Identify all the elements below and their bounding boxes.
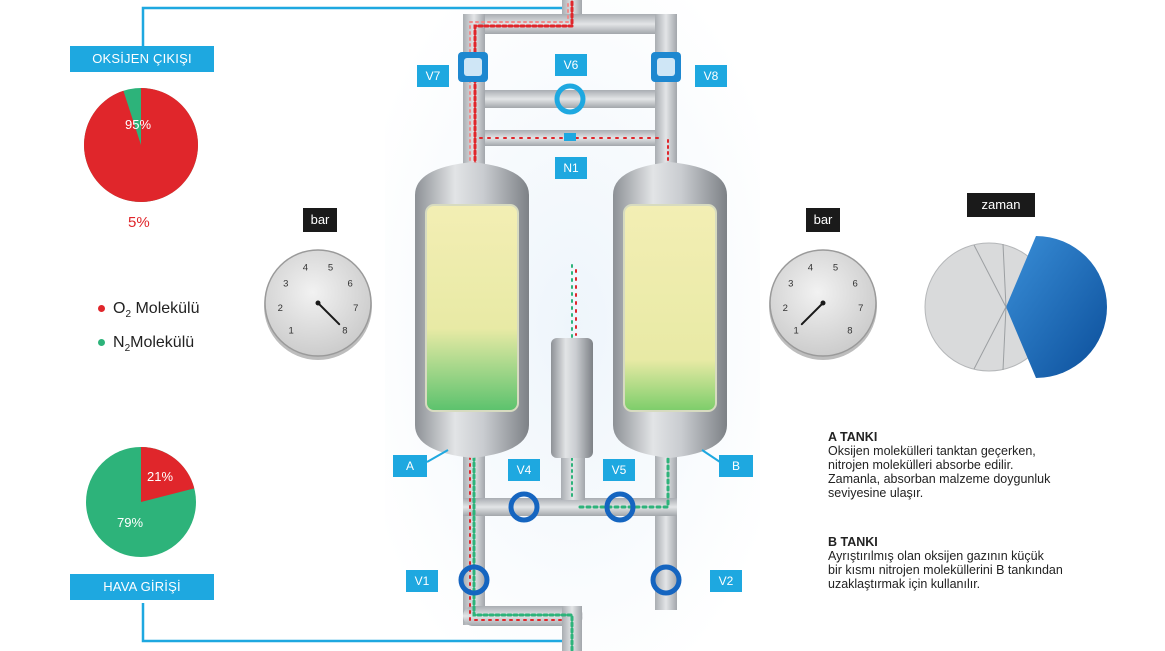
tank-b-note-line: bir kısmı nitrojen moleküllerini B tankı… (828, 563, 1063, 577)
tank-b-note-line: Ayrıştırılmış olan oksijen gazının küçük (828, 549, 1044, 563)
tank-a-leader (426, 449, 449, 463)
n2-dot (98, 339, 105, 347)
tank-b (613, 162, 727, 458)
pie-slice-o2 (83, 88, 198, 202)
valve-label-v7: V7 (417, 65, 449, 87)
gauge-pivot (820, 300, 826, 306)
valve-n1[interactable] (564, 133, 576, 141)
gauge-left-unit: bar (303, 208, 337, 232)
pie-input-o2-value: 21% (147, 469, 174, 484)
tank-b-note-line: uzaklaştırmak için kullanılır. (828, 577, 981, 591)
gauge-right-unit: bar (806, 208, 840, 232)
valve-v7[interactable] (458, 52, 488, 82)
pie-input-n2-value: 79% (117, 515, 144, 530)
pie-slice-o2 (141, 447, 195, 502)
valve-label-v5: V5 (603, 459, 635, 481)
valve-v1[interactable] (458, 564, 490, 596)
legend-n2: N2Molekülü (98, 334, 194, 354)
gauge-needle (800, 302, 824, 326)
tank-a-note: A TANKI Oksijen molekülleri tanktan geçe… (828, 430, 1158, 500)
gauge-tick-label: 7 (858, 303, 863, 314)
pie-input (86, 447, 196, 557)
gauge-left: 12 3 4 5 6 78 (264, 249, 372, 360)
oxygen-output-label: OKSİJEN ÇIKIŞI (70, 46, 214, 72)
valve-label-v8: V8 (695, 65, 727, 87)
timer-label: zaman (967, 193, 1035, 217)
gauge-tick-label: 2 (783, 303, 788, 314)
input-line (141, 603, 575, 643)
valve-v4[interactable] (508, 491, 540, 523)
gauge-tick-label: 8 (342, 325, 347, 336)
gauge-needle (317, 302, 341, 326)
gauge-tick-label: 3 (283, 278, 288, 289)
valve-v8[interactable] (651, 52, 681, 82)
gauge-tick-label: 1 (288, 325, 293, 336)
tank-b-label: B (719, 455, 753, 477)
valve-label-v1: V1 (406, 570, 438, 592)
gauge-tick-label: 4 (303, 263, 308, 274)
gauge-pivot (315, 300, 321, 306)
valve-label-n1: N1 (555, 157, 587, 179)
gauge-tick-label: 4 (808, 263, 813, 274)
legend-o2: O2 Molekülü (98, 300, 200, 320)
valve-v5[interactable] (604, 491, 636, 523)
tank-a-note-line: Zamanla, absorban malzeme doygunluk (828, 472, 1051, 486)
tank-a (415, 162, 529, 458)
pie-output-o2-value: 95% (125, 117, 152, 132)
gauge-tick-label: 7 (353, 303, 358, 314)
tank-a-note-title: A TANKI (828, 430, 878, 444)
valve-label-v4: V4 (508, 459, 540, 481)
gauge-right: 12 3 4 5 6 78 (769, 249, 877, 360)
valve-v6[interactable] (554, 83, 586, 115)
gauge-tick-label: 8 (847, 325, 852, 336)
tank-a-note-line: Oksijen molekülleri tanktan geçerken, (828, 444, 1036, 458)
receiver-cylinder (551, 338, 593, 458)
valve-label-v2: V2 (710, 570, 742, 592)
pie-output (83, 88, 198, 202)
tank-b-leader (701, 449, 721, 463)
tank-a-note-line: seviyesine ulaşır. (828, 486, 924, 500)
gauge-tick-label: 6 (853, 278, 858, 289)
gauge-tick-label: 5 (833, 263, 838, 274)
pie-output-n2-value: 5% (128, 214, 150, 231)
tank-a-note-line: nitrojen molekülleri absorbe edilir. (828, 458, 1014, 472)
output-line (141, 6, 575, 50)
gauge-tick-label: 3 (788, 278, 793, 289)
o2-dot (98, 305, 105, 313)
air-input-label: HAVA GİRİŞİ (70, 574, 214, 600)
tank-b-note: B TANKI Ayrıştırılmış olan oksijen gazın… (828, 535, 1158, 591)
tank-b-note-title: B TANKI (828, 535, 878, 549)
valve-label-v6: V6 (555, 54, 587, 76)
tank-a-label: A (393, 455, 427, 477)
gauge-tick-label: 5 (328, 263, 333, 274)
gauge-tick-label: 2 (278, 303, 283, 314)
gauge-tick-label: 6 (348, 278, 353, 289)
timer-dial (924, 236, 1107, 378)
valve-v2[interactable] (650, 564, 682, 596)
gauge-tick-label: 1 (793, 325, 798, 336)
